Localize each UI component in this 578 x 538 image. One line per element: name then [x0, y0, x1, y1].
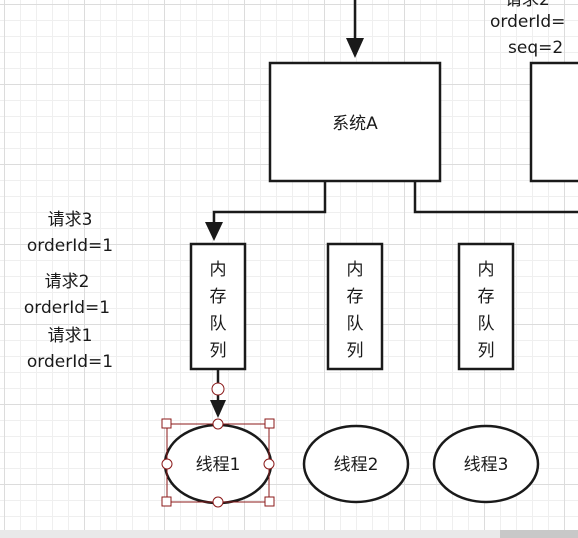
horizontal-scrollbar[interactable] — [0, 530, 578, 538]
thread-1-label: 线程1 — [196, 455, 241, 475]
connector-queue-1-to-thread-1-arrowhead — [210, 400, 226, 418]
resize-handle-bottom-right[interactable] — [264, 496, 275, 507]
request-3-order: orderId=1 — [27, 236, 113, 256]
request-2-order: orderId=1 — [24, 298, 110, 318]
partial-right-node[interactable] — [529, 61, 578, 183]
memory-queue-2[interactable]: 内 存 队 列 — [326, 242, 384, 371]
horizontal-scrollbar-thumb[interactable] — [500, 530, 578, 538]
connection-point-left[interactable] — [161, 458, 173, 470]
thread-1-node[interactable]: 线程1 — [163, 423, 273, 505]
request-1-title: 请求1 — [48, 326, 93, 346]
thread-3-node[interactable]: 线程3 — [432, 424, 540, 504]
memory-queue-3[interactable]: 内 存 队 列 — [457, 242, 515, 371]
system-a-label: 系统A — [332, 114, 378, 134]
resize-handle-top-right[interactable] — [264, 418, 275, 429]
resize-handle-bottom-left[interactable] — [161, 496, 172, 507]
queue-1-char-1: 内 — [210, 260, 227, 280]
request-1-order: orderId=1 — [27, 352, 113, 372]
thread-2-node[interactable]: 线程2 — [302, 424, 410, 504]
selection-overlay[interactable] — [161, 418, 275, 508]
request-2-title: 请求2 — [45, 272, 90, 292]
queue-2-char-4: 列 — [347, 341, 364, 361]
partial-request-seq: seq=2 — [508, 38, 563, 58]
queue-3-char-1: 内 — [478, 260, 495, 280]
queue-1-char-3: 队 — [210, 314, 227, 334]
queue-1-char-2: 存 — [210, 287, 227, 307]
connector-a-to-right[interactable] — [413, 181, 578, 214]
queue-3-char-3: 队 — [478, 314, 495, 334]
connector-a-to-queue-1-arrowhead — [205, 222, 223, 241]
connection-point-bottom[interactable] — [212, 496, 224, 508]
system-a-node[interactable]: 系统A — [268, 61, 442, 183]
partial-request-order: orderId= — [490, 12, 565, 32]
queue-2-char-2: 存 — [347, 287, 364, 307]
connection-point-right[interactable] — [263, 458, 275, 470]
resize-handle-top-left[interactable] — [161, 418, 172, 429]
request-3-title: 请求3 — [48, 210, 93, 230]
connection-point-top[interactable] — [212, 418, 224, 430]
thread-2-label: 线程2 — [334, 455, 379, 475]
queue-3-char-4: 列 — [478, 341, 495, 361]
queue-3-char-2: 存 — [478, 287, 495, 307]
connector-a-to-queue-1[interactable] — [212, 181, 327, 226]
memory-queue-1[interactable]: 内 存 队 列 — [189, 242, 247, 371]
thread-3-label: 线程3 — [464, 455, 509, 475]
queue-2-char-3: 队 — [347, 314, 364, 334]
partial-request-title: 请求2 — [505, 0, 550, 10]
incoming-arrowhead — [346, 38, 364, 58]
queue-2-char-1: 内 — [347, 260, 364, 280]
edge-endpoint-handle[interactable] — [211, 382, 225, 396]
queue-1-char-4: 列 — [210, 341, 227, 361]
